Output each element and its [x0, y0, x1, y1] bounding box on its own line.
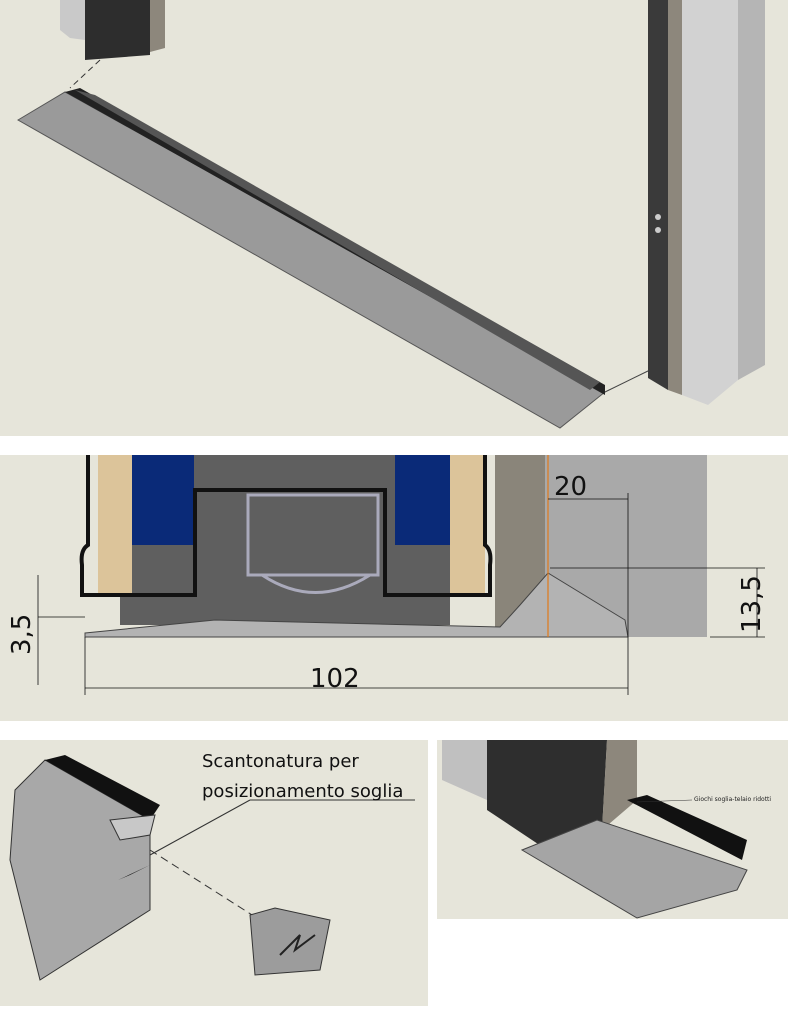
frame-jamb: [648, 0, 765, 405]
section-drawing: 20 102 13,5 3,5: [7, 455, 767, 695]
corner-drawing: [442, 740, 748, 919]
end-cap-piece: [249, 907, 331, 976]
notch-label-line2: posizionamento soglia: [202, 781, 404, 802]
notch-detail-panel: Scantonatura per posizionamento soglia: [0, 740, 428, 1006]
insulation-right: [450, 455, 485, 595]
dimension-3-5: 3,5: [7, 614, 37, 655]
threshold-profile: [17, 88, 606, 429]
dimension-20: 20: [554, 472, 587, 502]
blue-panel-left: [132, 455, 194, 545]
door-leaf-bottom: [60, 0, 165, 60]
section-view-panel: 20 102 13,5 3,5: [0, 455, 788, 721]
gasket-profile: [246, 493, 380, 577]
insulation-left: [98, 455, 132, 595]
dimension-13-5: 13,5: [737, 575, 767, 633]
blue-panel-right: [395, 455, 450, 545]
notch-drawing: [9, 755, 415, 981]
isometric-drawing: [17, 0, 765, 429]
corner-label: Giochi soglia-telaio ridotti: [694, 796, 772, 803]
dimension-102: 102: [310, 664, 360, 694]
notch-label-line1: Scantonatura per: [202, 751, 359, 772]
isometric-view-panel: [0, 0, 788, 436]
corner-detail-panel: Giochi soglia-telaio ridotti: [437, 740, 788, 919]
dimension-lines: [37, 493, 765, 695]
